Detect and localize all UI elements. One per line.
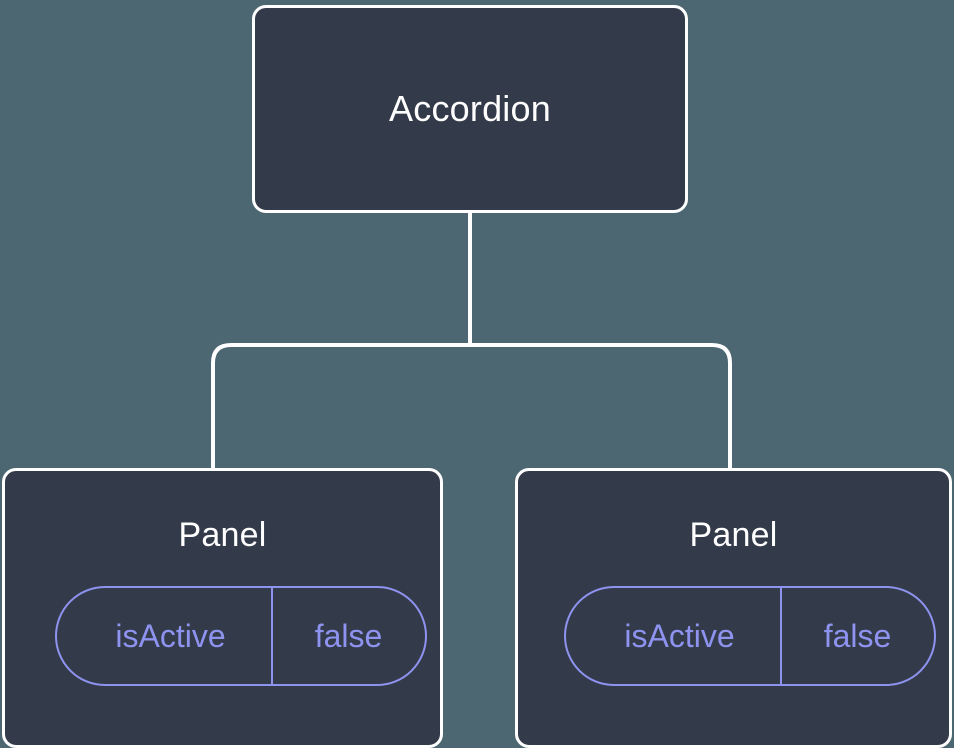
edge-branch-bus xyxy=(211,343,732,468)
node-title-accordion: Accordion xyxy=(389,88,551,130)
node-accordion[interactable]: Accordion xyxy=(252,5,688,213)
node-title-panel-right: Panel xyxy=(689,516,778,554)
prop-key-label-left: isActive xyxy=(115,618,226,655)
prop-key-label-right: isActive xyxy=(624,618,735,655)
node-title-panel-left: Panel xyxy=(178,516,267,554)
prop-value-label-right: false xyxy=(779,588,934,685)
prop-pill-isactive-right[interactable]: isActive false xyxy=(563,586,936,687)
node-panel-left[interactable]: Panel isActive false xyxy=(2,468,443,748)
node-panel-right[interactable]: Panel isActive false xyxy=(515,468,952,748)
prop-pill-isactive-left[interactable]: isActive false xyxy=(54,586,427,687)
prop-value-label-left: false xyxy=(270,588,425,685)
